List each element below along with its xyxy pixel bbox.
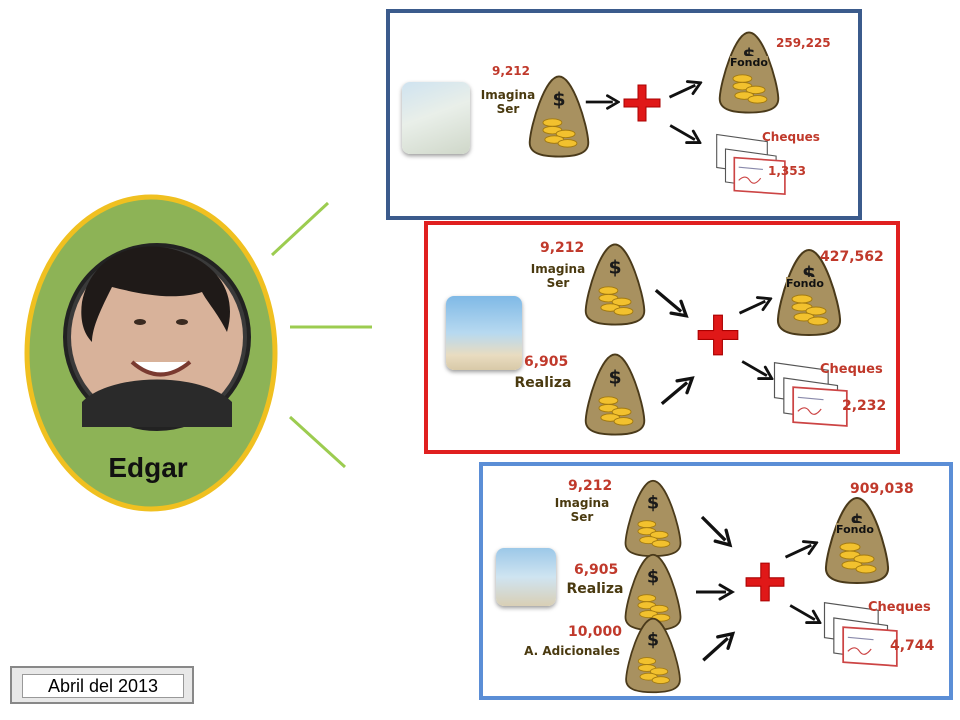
p1-fondo-label: Fondo xyxy=(730,56,768,69)
money-bag-icon xyxy=(526,72,592,160)
p3-cheques-label: Cheques xyxy=(868,600,931,615)
retirees-photo xyxy=(402,82,470,154)
p2-fondo-value: 427,562 xyxy=(820,249,884,265)
connector-lines xyxy=(270,201,372,469)
p2-realiza-value: 6,905 xyxy=(524,354,569,370)
p2-imagina-label: Imagina Ser xyxy=(530,262,586,290)
arrow-icon xyxy=(690,582,738,602)
p3-adicionales-value: 10,000 xyxy=(568,624,623,640)
couple-beach-photo xyxy=(446,296,522,370)
p3-adicionales-label: A. Adicionales xyxy=(524,644,620,658)
p3-imagina-value: 9,212 xyxy=(568,478,613,494)
p3-cheques-value: 4,744 xyxy=(890,638,935,654)
money-bag-icon xyxy=(622,478,684,558)
p2-cheques-label: Cheques xyxy=(820,362,883,377)
p1-fondo-value: 259,225 xyxy=(776,36,831,50)
p1-cheques-label: Cheques xyxy=(762,130,820,144)
person-name: Edgar xyxy=(108,452,188,483)
p3-imagina-label: Imagina Ser xyxy=(554,496,610,524)
seniors-group-photo xyxy=(496,548,556,606)
plus-icon xyxy=(696,312,740,358)
fund-bag-icon xyxy=(822,494,892,586)
p3-fondo-value: 909,038 xyxy=(850,481,914,497)
p2-imagina-value: 9,212 xyxy=(540,240,585,256)
date-box: Abril del 2013 xyxy=(10,666,194,704)
arrow-icon xyxy=(584,92,620,112)
plus-icon xyxy=(622,82,662,124)
person-egg xyxy=(24,194,278,512)
p1-cheques-value: 1,353 xyxy=(768,164,806,178)
fund-bag-icon xyxy=(716,28,782,116)
date-label: Abril del 2013 xyxy=(22,674,184,698)
p2-cheques-value: 2,232 xyxy=(842,398,887,414)
p2-fondo-label: Fondo xyxy=(786,277,824,290)
money-bag-icon xyxy=(582,240,648,328)
p3-fondo-label: Fondo xyxy=(836,523,874,536)
plus-icon xyxy=(744,560,786,604)
p3-realiza-value: 6,905 xyxy=(574,562,619,578)
p1-imagina-value: 9,212 xyxy=(492,64,530,78)
money-bag-icon xyxy=(622,616,684,694)
p1-imagina-label: Imagina Ser xyxy=(480,88,536,116)
p2-realiza-label: Realiza xyxy=(514,375,572,391)
p3-realiza-label: Realiza xyxy=(566,581,624,597)
money-bag-icon xyxy=(582,350,648,438)
